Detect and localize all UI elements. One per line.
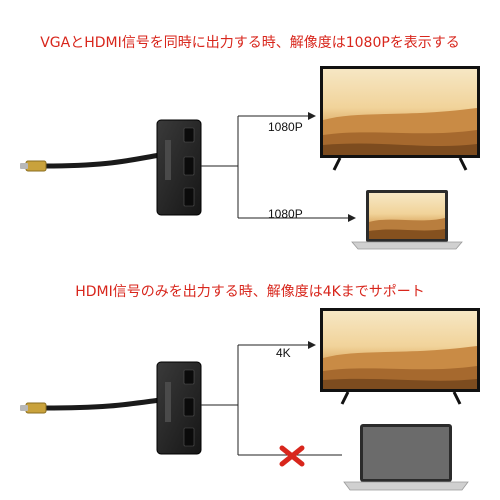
hub-port [183, 369, 195, 385]
hub-port [183, 156, 195, 176]
scenario2-caption: HDMI信号のみを出力する時、解像度は4Kまでサポート [75, 284, 425, 300]
usb-c-connector [25, 160, 47, 172]
hub-logo [165, 382, 171, 422]
arrow-to-laptop [348, 214, 356, 222]
scenario1-group [20, 66, 480, 250]
tv-monitor [320, 308, 480, 405]
connector-lines [201, 115, 348, 219]
laptop [343, 424, 469, 491]
usb-c-cable [41, 152, 163, 169]
arrow-to-tv [308, 112, 316, 120]
hub-port [183, 127, 195, 143]
arrow-to-tv [308, 341, 316, 349]
usb-c-hub [156, 361, 202, 455]
scenario1-caption: VGAとHDMI信号を同時に出力する時、解像度は1080Pを表示する [40, 35, 460, 51]
usb-c-connector-tip [20, 163, 28, 169]
cross-icon [279, 445, 305, 467]
connector-lines [201, 344, 342, 456]
scenario2-group [20, 308, 480, 491]
usb-c-connector [25, 402, 47, 414]
hub-port [183, 427, 195, 447]
scenario2-tv-resolution-label: 4K [276, 346, 291, 360]
tv-monitor [320, 66, 480, 171]
scenario1-tv-resolution-label: 1080P [268, 120, 303, 134]
usb-c-cable [41, 397, 163, 411]
laptop [351, 190, 463, 250]
hub-port [183, 187, 195, 207]
hub-logo [165, 140, 171, 180]
usb-c-connector-tip [20, 405, 28, 411]
usb-c-hub [156, 119, 202, 216]
hub-port [183, 397, 195, 417]
